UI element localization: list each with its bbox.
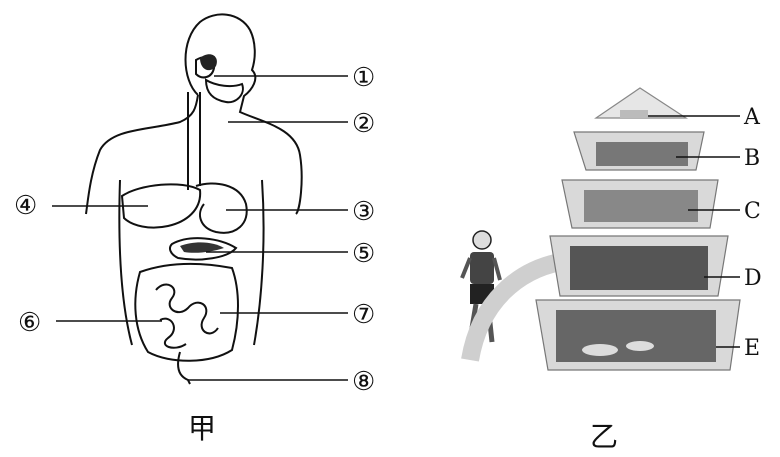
- caption-right: 乙: [590, 420, 618, 453]
- label-a: A: [743, 105, 761, 130]
- liver-organ: [120, 183, 202, 229]
- pancreas-organ: [169, 237, 238, 261]
- label-4: ④: [14, 191, 37, 221]
- label-e: E: [744, 336, 760, 361]
- digestive-system-figure: ① ② ③ ④ ⑤ ⑥ ⑦ ⑧ 甲: [14, 13, 375, 445]
- large-intestine-organ: [134, 262, 239, 362]
- rectum-organ: [177, 351, 191, 385]
- body-outline: [85, 13, 303, 346]
- label-1: ①: [352, 63, 375, 93]
- label-5: ⑤: [352, 239, 375, 269]
- label-7: ⑦: [352, 300, 375, 330]
- esophagus-organ: [187, 92, 201, 190]
- stomach-organ: [195, 182, 248, 234]
- small-intestine-organ: [155, 283, 219, 349]
- label-d: D: [744, 266, 762, 291]
- food-pyramid-figure: A B C D E 乙: [460, 87, 762, 453]
- caption-left: 甲: [188, 412, 216, 445]
- label-b: B: [744, 146, 760, 171]
- label-8: ⑧: [352, 367, 375, 397]
- label-2: ②: [352, 109, 375, 139]
- label-c: C: [744, 199, 761, 224]
- label-6: ⑥: [18, 308, 41, 338]
- label-3: ③: [352, 197, 375, 227]
